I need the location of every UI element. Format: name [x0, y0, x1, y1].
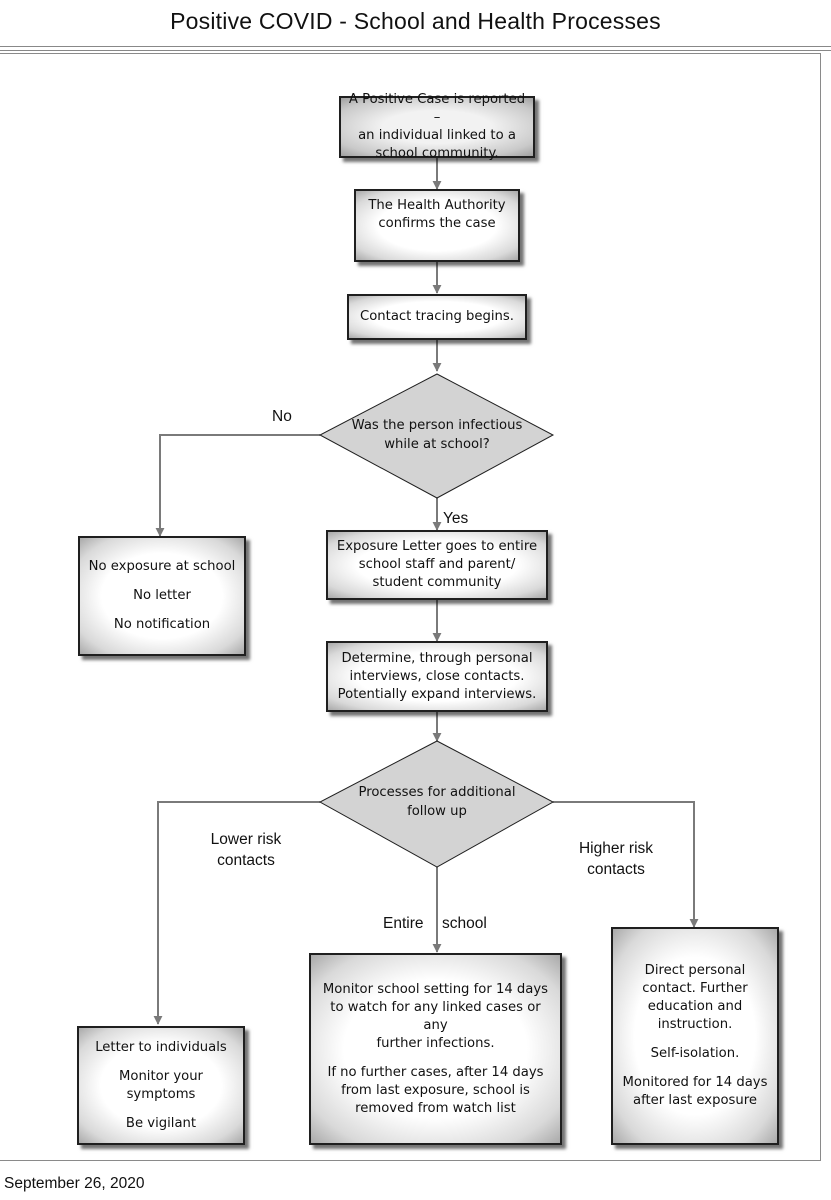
node-line: If no further cases, after 14 days [327, 1064, 544, 1080]
node-line: school staff and parent/ [358, 557, 516, 572]
node-no-exposure: No exposure at school No letter No notif… [78, 536, 246, 656]
node-line: education and [647, 999, 743, 1014]
node-exposure-letter: Exposure Letter goes to entire school st… [326, 530, 548, 600]
document-date: September 26, 2020 [4, 1175, 145, 1192]
node-contact-tracing: Contact tracing begins. [347, 294, 527, 340]
node-line: Exposure Letter goes to entire [336, 539, 538, 554]
node-line: Contact tracing begins. [360, 309, 514, 324]
node-line: further infections. [376, 1035, 495, 1051]
label-no: No [272, 408, 292, 425]
node-line: Potentially expand interviews. [337, 686, 537, 702]
node-line: The Health Authority [368, 198, 506, 213]
node-line: interviews, close contacts. [349, 668, 525, 684]
diamond-infectious [318, 373, 555, 499]
node-line: school community. [375, 146, 499, 161]
node-case-reported: A Positive Case is reported – an individ… [339, 92, 535, 161]
arrow-no-branch [155, 434, 320, 537]
label-higher-risk: Higher risk contacts [566, 838, 666, 880]
question-processes: Processes for additional follow up [335, 783, 539, 821]
title-rule-top [0, 46, 831, 47]
diagram-frame [0, 53, 821, 1161]
node-line: Determine, through personal [341, 650, 533, 666]
node-line: Self-isolation. [650, 1046, 740, 1061]
label-entire: Entire [383, 915, 424, 932]
node-line: No letter [133, 588, 191, 603]
label-line: contacts [587, 861, 645, 878]
node-line: Monitor your [119, 1068, 203, 1084]
node-determine-contacts: Determine, through personal interviews, … [326, 641, 548, 712]
node-line: No notification [113, 617, 211, 632]
node-line: instruction. [657, 1017, 733, 1032]
node-line: an individual linked to a [358, 128, 516, 143]
node-line: No exposure at school [88, 559, 236, 574]
label-school: school [442, 915, 487, 932]
label-line: Higher risk [578, 840, 654, 857]
node-line: contact. Further [642, 981, 748, 996]
node-direct-contact: Direct personal contact. Further educati… [611, 927, 779, 1145]
node-line: symptoms [126, 1086, 196, 1102]
node-line: Monitored for 14 days [622, 1075, 768, 1090]
label-line: Lower risk [210, 831, 282, 848]
node-line: student community [372, 575, 502, 590]
node-line: Be vigilant [125, 1115, 197, 1131]
arrow-higher-risk [553, 801, 699, 928]
page-title: Positive COVID - School and Health Proce… [170, 8, 661, 34]
node-line: Monitor school setting for 14 days [322, 981, 549, 997]
node-line: Letter to individuals [95, 1039, 227, 1055]
node-confirms-case: The Health Authority confirms the case [354, 189, 520, 262]
node-line: from last exposure, school is [341, 1082, 530, 1098]
question-line: while at school? [384, 437, 490, 452]
node-line: removed from watch list [355, 1100, 516, 1116]
question-line: Processes for additional [358, 785, 516, 800]
diamond-processes [318, 740, 555, 868]
question-infectious: Was the person infectious while at schoo… [335, 416, 539, 454]
node-line: confirms the case [378, 216, 496, 231]
node-line: after last exposure [633, 1093, 757, 1108]
node-line: to watch for any linked cases or any [330, 999, 541, 1033]
title-rule-bottom [0, 50, 831, 51]
label-line: contacts [217, 852, 275, 869]
label-lower-risk: Lower risk contacts [196, 829, 296, 871]
node-line: Direct personal [644, 963, 746, 978]
question-line: Was the person infectious [351, 418, 523, 433]
question-line: follow up [407, 804, 467, 819]
node-line: A Positive Case is reported – [348, 92, 526, 125]
node-monitor-school: Monitor school setting for 14 days to wa… [309, 953, 562, 1145]
label-yes: Yes [443, 510, 469, 527]
node-letter-individuals: Letter to individuals Monitor your sympt… [77, 1026, 245, 1145]
arrow-lower-risk [153, 801, 320, 1025]
